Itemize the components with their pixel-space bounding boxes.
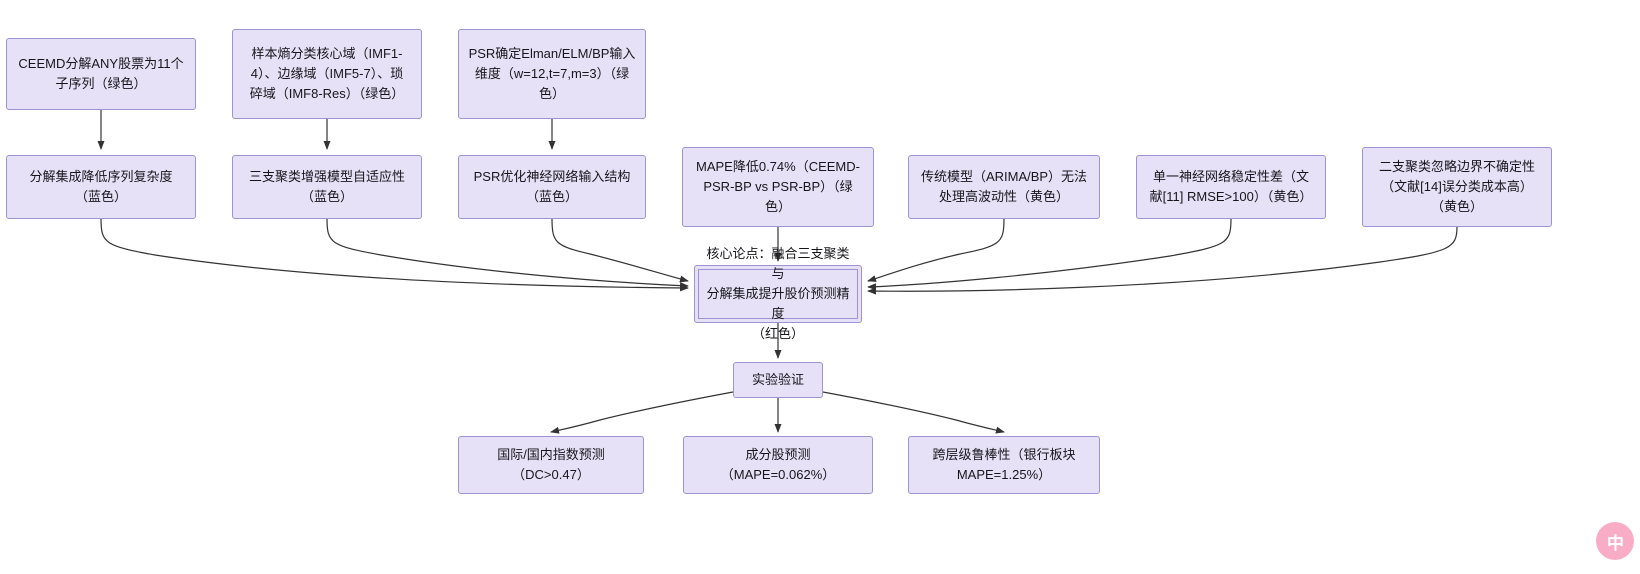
edge-n9-to-core [867, 218, 1232, 291]
node-n4[interactable]: 分解集成降低序列复杂度 （蓝色） [6, 155, 196, 219]
edge-n11-to-n12 [550, 391, 734, 434]
node-label: CEEMD分解ANY股票为11个 子序列（绿色） [18, 55, 184, 91]
node-n1[interactable]: CEEMD分解ANY股票为11个 子序列（绿色） [6, 38, 196, 110]
node-label: 跨层级鲁棒性（银行板块 MAPE=1.25%） [932, 446, 1076, 482]
node-n11[interactable]: 实验验证 [733, 362, 823, 398]
node-label: 三支聚类增强模型自适应性 （蓝色） [248, 168, 405, 204]
node-n3[interactable]: PSR确定Elman/ELM/BP输入 维度（w=12,t=7,m=3）（绿 色… [458, 29, 646, 119]
node-n2[interactable]: 样本熵分类核心域（IMF1- 4）、边缘域（IMF5-7）、琐 碎域（IMF8-… [232, 29, 422, 119]
node-label: 核心论点：融合三支聚类与 分解集成提升股价预测精度 （红色） [706, 245, 850, 342]
edge-n5-to-core [326, 218, 689, 290]
node-label: 样本熵分类核心域（IMF1- 4）、边缘域（IMF5-7）、琐 碎域（IMF8-… [249, 45, 405, 102]
node-n5[interactable]: 三支聚类增强模型自适应性 （蓝色） [232, 155, 422, 219]
edge-n6-to-core [551, 218, 689, 283]
edge-n11-to-n14 [822, 391, 1005, 434]
node-n7[interactable]: MAPE降低0.74%（CEEMD- PSR-BP vs PSR-BP）（绿 色… [682, 147, 874, 227]
node-core[interactable]: 核心论点：融合三支聚类与 分解集成提升股价预测精度 （红色） [694, 246, 862, 341]
node-label: 单一神经网络稳定性差（文 献[11] RMSE>100）（黄色） [1149, 168, 1313, 204]
watermark-badge: 中 [1596, 522, 1634, 560]
node-n8[interactable]: 传统模型（ARIMA/BP）无法 处理高波动性（黄色） [908, 155, 1100, 219]
node-label: 传统模型（ARIMA/BP）无法 处理高波动性（黄色） [920, 168, 1088, 204]
edge-n4-to-core [100, 218, 689, 292]
node-n6[interactable]: PSR优化神经网络输入结构 （蓝色） [458, 155, 646, 219]
node-n9[interactable]: 单一神经网络稳定性差（文 献[11] RMSE>100）（黄色） [1136, 155, 1326, 219]
node-label: PSR确定Elman/ELM/BP输入 维度（w=12,t=7,m=3）（绿 色… [468, 45, 636, 102]
node-n13[interactable]: 成分股预测 （MAPE=0.062%） [683, 436, 873, 494]
node-label: 分解集成降低序列复杂度 （蓝色） [29, 168, 173, 204]
node-label: 二支聚类忽略边界不确定性 （文献[14]误分类成本高） （黄色） [1378, 158, 1535, 215]
node-n14[interactable]: 跨层级鲁棒性（银行板块 MAPE=1.25%） [908, 436, 1100, 494]
node-label: MAPE降低0.74%（CEEMD- PSR-BP vs PSR-BP）（绿 色… [696, 158, 860, 215]
node-n12[interactable]: 国际/国内指数预测 （DC>0.47） [458, 436, 644, 494]
node-label: 实验验证 [751, 371, 804, 387]
node-label: 成分股预测 （MAPE=0.062%） [720, 446, 836, 482]
node-label: PSR优化神经网络输入结构 （蓝色） [473, 168, 631, 204]
edge-n10-to-core [867, 226, 1458, 295]
watermark-label: 中 [1607, 533, 1624, 553]
node-n10[interactable]: 二支聚类忽略边界不确定性 （文献[14]误分类成本高） （黄色） [1362, 147, 1552, 227]
edge-n8-to-core [867, 218, 1005, 282]
node-label: 国际/国内指数预测 （DC>0.47） [497, 446, 605, 482]
